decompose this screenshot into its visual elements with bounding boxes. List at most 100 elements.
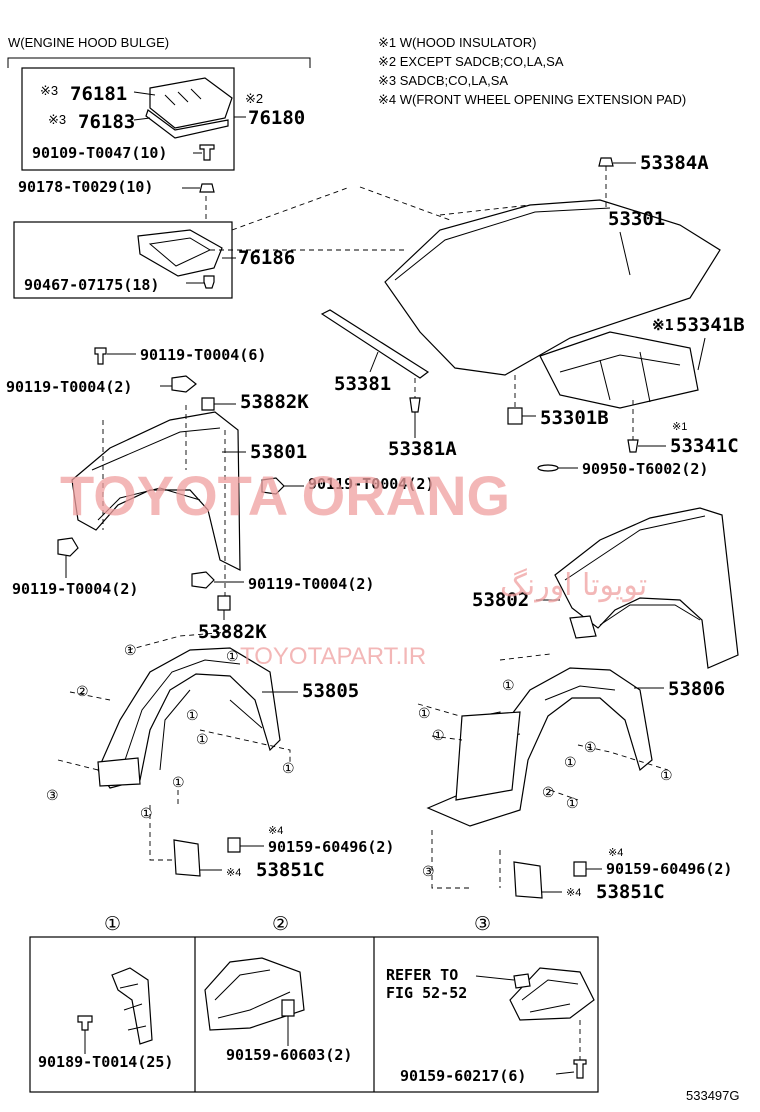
detail-3-heading: ③ xyxy=(474,914,491,935)
label-53851C-l: 53851C xyxy=(256,859,325,881)
ref-2-r: ② xyxy=(542,784,555,800)
label-90119-c: 90119-T0004(2) xyxy=(308,475,434,493)
bulge-screw xyxy=(199,144,215,161)
ref-1-l2: ① xyxy=(226,648,239,664)
label-53882K-bottom: 53882K xyxy=(198,621,267,643)
bulge-seal xyxy=(145,109,229,139)
mark-3a: ※3 xyxy=(40,83,58,98)
refer-line-1: REFER TO xyxy=(386,966,458,984)
hood-dashes xyxy=(359,186,531,221)
detail-1-liner xyxy=(111,967,153,1045)
detail-2-ribs xyxy=(214,969,291,1019)
label-53341C: 53341C xyxy=(670,435,739,457)
screw-90159-right xyxy=(573,861,587,877)
note-1: ※1 W(HOOD INSULATOR) xyxy=(378,35,536,50)
detail-1-clip xyxy=(77,1015,93,1031)
label-90178: 90178-T0029(10) xyxy=(18,178,153,196)
hood-crease xyxy=(394,207,611,281)
label-53805: 53805 xyxy=(302,680,359,702)
ref-3-l: ③ xyxy=(46,787,59,803)
bolt-90119-a xyxy=(94,347,107,365)
label-53381: 53381 xyxy=(334,373,391,395)
label-90159-l: 90159-60496(2) xyxy=(268,838,394,856)
hood-bulge-part xyxy=(149,77,233,129)
label-76186: 76186 xyxy=(238,247,295,269)
cushion-53301B xyxy=(507,407,523,425)
watermark-url: TOYOTAPART.IR xyxy=(240,643,426,670)
mark-4-r2: ※4 xyxy=(566,887,581,899)
ref-1-r2: ① xyxy=(418,705,431,721)
label-53381A: 53381A xyxy=(388,438,457,460)
refer-line-2: FIG 52-52 xyxy=(386,984,467,1002)
detail-2-heading: ② xyxy=(272,914,289,935)
liner-left-foot xyxy=(97,757,141,787)
label-53851C-r: 53851C xyxy=(596,881,665,903)
ref-1-l4: ① xyxy=(196,731,209,747)
liner-right-dashes xyxy=(417,653,669,889)
pad-53851C-left xyxy=(173,839,201,877)
leader-90159-217 xyxy=(555,1071,575,1075)
detail-3-ribs xyxy=(521,979,579,1013)
bolt-90119-b xyxy=(171,375,197,393)
watermark-farsi: تویوتا اورنگ xyxy=(500,568,647,603)
figure-id: 533497G xyxy=(686,1088,740,1103)
bracket-53882K-bottom xyxy=(217,595,231,611)
detail-1-ribs xyxy=(119,983,147,1031)
label-53341B: 53341B xyxy=(676,314,745,336)
label-90119-b: 90119-T0004(2) xyxy=(6,378,132,396)
detail-3-screw xyxy=(573,1059,587,1079)
label-53301B: 53301B xyxy=(540,407,609,429)
ref-1-l3: ① xyxy=(186,707,199,723)
label-53384A: 53384A xyxy=(640,152,709,174)
leader-53341B xyxy=(697,337,706,371)
ref-1-r4: ① xyxy=(584,739,597,755)
liner-right-panel xyxy=(455,711,521,801)
label-90189: 90189-T0014(25) xyxy=(38,1053,173,1071)
plug-90950 xyxy=(537,464,559,472)
bulge-bracket xyxy=(7,57,311,68)
liner-left-dashes xyxy=(57,631,291,861)
label-90159-r: 90159-60496(2) xyxy=(606,860,732,878)
ref-1-l6: ① xyxy=(172,774,185,790)
seal-53381 xyxy=(320,309,430,379)
fender-left-lines xyxy=(91,427,221,521)
ref-1-r7: ① xyxy=(566,795,579,811)
mark-4-l1: ※4 xyxy=(268,825,283,837)
detail-3-bracket xyxy=(513,973,531,989)
seal-box xyxy=(13,221,233,299)
note-3: ※3 SADCB;CO,LA,SA xyxy=(378,73,508,88)
leader-53381 xyxy=(369,351,379,373)
label-76183: 76183 xyxy=(78,111,135,133)
ref-1-l7: ① xyxy=(140,805,153,821)
detail-2-screw xyxy=(281,999,295,1017)
watermark-main: TOYOTA ORANG xyxy=(60,464,510,527)
leader-53301 xyxy=(619,231,631,276)
liner-left-ribs xyxy=(124,659,263,771)
ref-2-l: ② xyxy=(76,683,89,699)
ref-3-r: ③ xyxy=(422,863,435,879)
label-53301: 53301 xyxy=(608,208,665,230)
ref-1-l5: ① xyxy=(282,760,295,776)
bolt-90119-e xyxy=(191,571,215,589)
mark-1-clip: ※1 xyxy=(672,421,687,433)
insulator-53341B xyxy=(539,331,699,409)
ref-1-r3: ① xyxy=(432,727,445,743)
ref-1-r5: ① xyxy=(564,754,577,770)
insulator-ribs xyxy=(559,351,681,403)
label-90119-e: 90119-T0004(2) xyxy=(248,575,374,593)
leader-refer xyxy=(475,975,515,981)
hood-bulge-label: W(ENGINE HOOD BULGE) xyxy=(8,35,169,50)
liner-53805 xyxy=(97,647,281,789)
bulge-nut xyxy=(199,183,215,193)
fender-right-lines xyxy=(564,515,706,626)
label-90119-a: 90119-T0004(6) xyxy=(140,346,266,364)
label-53882K-top: 53882K xyxy=(240,391,309,413)
label-90159-603: 90159-60603(2) xyxy=(226,1046,352,1064)
detail-1-heading: ① xyxy=(104,914,121,935)
pad-53851C-right xyxy=(513,861,543,899)
bumper-53384A xyxy=(598,157,614,167)
ref-1-l1: ① xyxy=(124,642,137,658)
bulge-box xyxy=(21,67,235,171)
hood-53301 xyxy=(384,199,721,376)
ref-1-r1: ① xyxy=(502,677,515,693)
